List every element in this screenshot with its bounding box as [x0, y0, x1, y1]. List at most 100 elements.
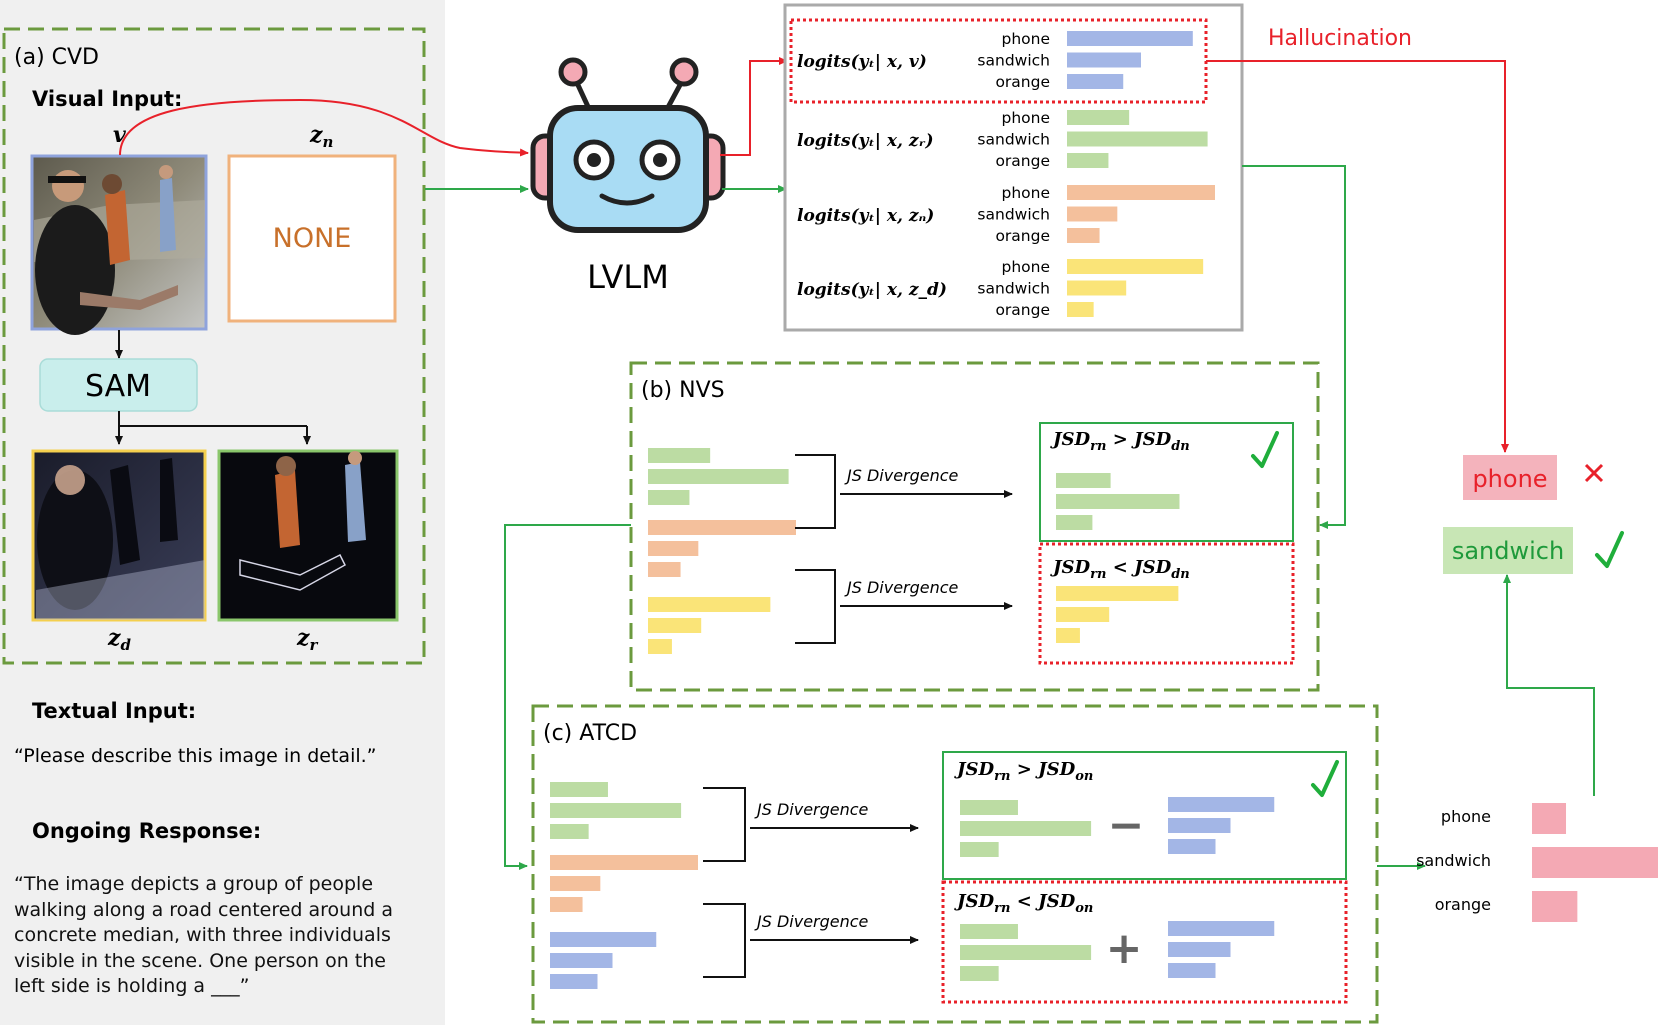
- final-token-label: orange: [1435, 895, 1491, 914]
- arrow-nvs-to-atcd: [504, 524, 631, 870]
- atcd-result-blue-minus: [1168, 839, 1216, 854]
- logits-token-label: sandwich: [977, 131, 1050, 149]
- v-label: v: [113, 122, 126, 148]
- atcd-cond-true: JSDrn > JSDon: [954, 759, 1093, 784]
- arrow-hallucination-to-phone: [1206, 60, 1509, 453]
- atcd-bar-zr: [550, 824, 589, 839]
- zn-label: zn: [309, 122, 333, 151]
- logits-row-label: logits(yₜ| x, z_d): [797, 280, 947, 300]
- nvs-result-bar-true: [1056, 515, 1093, 530]
- zd-image: [31, 449, 207, 622]
- atcd-bar-zr: [550, 803, 682, 818]
- logits-bar: [1067, 131, 1208, 147]
- nvs-js-2: JS Divergence: [844, 578, 959, 597]
- nvs-result-bar-false: [1056, 628, 1080, 643]
- nvs-result-bar-false: [1056, 586, 1179, 601]
- nvs-true-box: [1039, 422, 1294, 542]
- final-bar: [1532, 847, 1658, 878]
- logits-bar: [1067, 110, 1130, 125]
- atcd-js-1: JS Divergence: [754, 800, 869, 819]
- atcd-result-green-minus: [960, 821, 1092, 836]
- atcd-result-green-plus: [960, 945, 1092, 960]
- logits-bar: [1067, 259, 1204, 274]
- nvs-box: [629, 361, 1320, 692]
- nvs-cond-false: JSDrn < JSDdn: [1050, 557, 1190, 582]
- none-text: NONE: [273, 223, 352, 254]
- visual-input-label: Visual Input:: [32, 87, 182, 111]
- nvs-result-bar-true: [1056, 494, 1180, 509]
- original-image: [30, 154, 208, 335]
- nvs-bar-zd: [648, 618, 702, 633]
- sam-label: SAM: [85, 369, 151, 404]
- final-bar: [1532, 803, 1567, 834]
- logits-token-label: orange: [995, 227, 1050, 245]
- arrow-final-to-sandwich: [1503, 574, 1595, 796]
- logits-bar: [1067, 206, 1118, 222]
- logits-bar: [1067, 52, 1141, 68]
- arrow-logits-to-nvs: [1242, 165, 1346, 529]
- atcd-bar-zn: [550, 897, 583, 912]
- nvs-bracket-1: [795, 454, 836, 529]
- atcd-true-box: [942, 751, 1347, 880]
- logits-token-label: phone: [1001, 109, 1050, 127]
- atcd-js-2: JS Divergence: [754, 912, 869, 931]
- logits-panel: [783, 3, 1244, 332]
- nvs-cond-true: JSDrn > JSDdn: [1050, 429, 1190, 454]
- nvs-bar-zr: [648, 490, 690, 505]
- atcd-result-green-plus: [960, 966, 999, 981]
- nvs-bar-zn: [648, 520, 796, 535]
- zr-image: [217, 449, 399, 622]
- final-token-label: phone: [1441, 807, 1491, 826]
- final-token-label: sandwich: [1416, 851, 1491, 870]
- logits-bar: [1067, 31, 1193, 46]
- cvd-title: (a) CVD: [14, 45, 99, 70]
- atcd-plus-sign: +: [1106, 923, 1143, 974]
- logits-token-label: sandwich: [977, 280, 1050, 298]
- nvs-result-bar-true: [1056, 473, 1111, 488]
- lvlm-robot-icon: [530, 57, 726, 233]
- none-box: [227, 154, 397, 323]
- atcd-minus-sign: −: [1108, 800, 1145, 851]
- atcd-bar-zn: [550, 876, 601, 891]
- logits-token-label: phone: [1001, 184, 1050, 202]
- nvs-title: (b) NVS: [641, 378, 725, 403]
- atcd-bar-zn: [550, 855, 698, 870]
- ongoing-response-text: “The image depicts a group of people wal…: [14, 873, 394, 997]
- nvs-bar-zd: [648, 639, 672, 654]
- logits-row-label: logits(yₜ| x, v): [797, 52, 927, 72]
- nvs-false-box: [1038, 542, 1295, 665]
- logits-token-label: orange: [995, 152, 1050, 170]
- atcd-bracket-1: [703, 787, 746, 862]
- zr-label: zr: [296, 625, 319, 654]
- phone-output-box: [1463, 455, 1557, 500]
- phone-output-label: phone: [1472, 465, 1547, 493]
- atcd-result-blue-plus: [1168, 942, 1231, 957]
- atcd-check-icon: [1311, 760, 1339, 797]
- atcd-false-box: [941, 880, 1348, 1004]
- nvs-js-1: JS Divergence: [844, 466, 959, 485]
- sandwich-output-label: sandwich: [1452, 537, 1564, 565]
- nvs-bracket-2: [795, 569, 836, 644]
- logits-bar: [1067, 153, 1109, 168]
- logits-token-label: orange: [995, 301, 1050, 319]
- atcd-bracket-2: [703, 903, 746, 978]
- cross-icon: [1584, 463, 1604, 483]
- nvs-bar-zr: [648, 448, 711, 463]
- atcd-result-green-plus: [960, 924, 1018, 939]
- atcd-bar-v: [550, 974, 598, 989]
- logits-bar: [1067, 228, 1100, 243]
- atcd-result-blue-plus: [1168, 963, 1216, 978]
- logits-row-label: logits(yₜ| x, zₙ): [797, 206, 934, 226]
- logits-token-label: orange: [995, 73, 1050, 91]
- atcd-result-blue-minus: [1168, 818, 1231, 833]
- hallucination-label: Hallucination: [1268, 26, 1412, 51]
- logits-token-label: phone: [1001, 30, 1050, 48]
- logits-bar: [1067, 74, 1124, 89]
- ongoing-response-label: Ongoing Response:: [32, 819, 261, 843]
- lvlm-label: LVLM: [587, 258, 669, 296]
- zd-label: zd: [107, 625, 132, 654]
- atcd-result-blue-minus: [1168, 797, 1275, 812]
- textual-input-text: “Please describe this image in detail.”: [14, 745, 377, 767]
- nvs-bar-zn: [648, 562, 681, 577]
- atcd-result-green-minus: [960, 800, 1018, 815]
